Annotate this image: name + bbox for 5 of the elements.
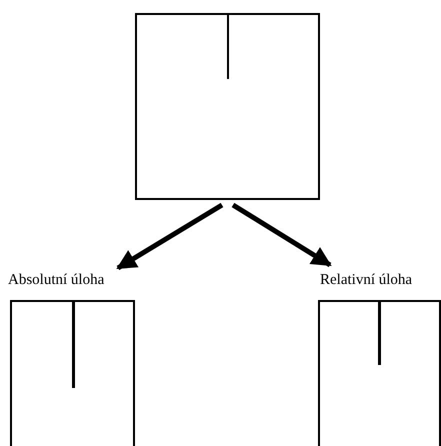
arrow [116, 202, 224, 270]
heading: Relativní úloha [320, 272, 412, 289]
square-frame [135, 13, 320, 200]
heading: Absolutní úloha [8, 272, 104, 289]
arrow [232, 202, 332, 268]
